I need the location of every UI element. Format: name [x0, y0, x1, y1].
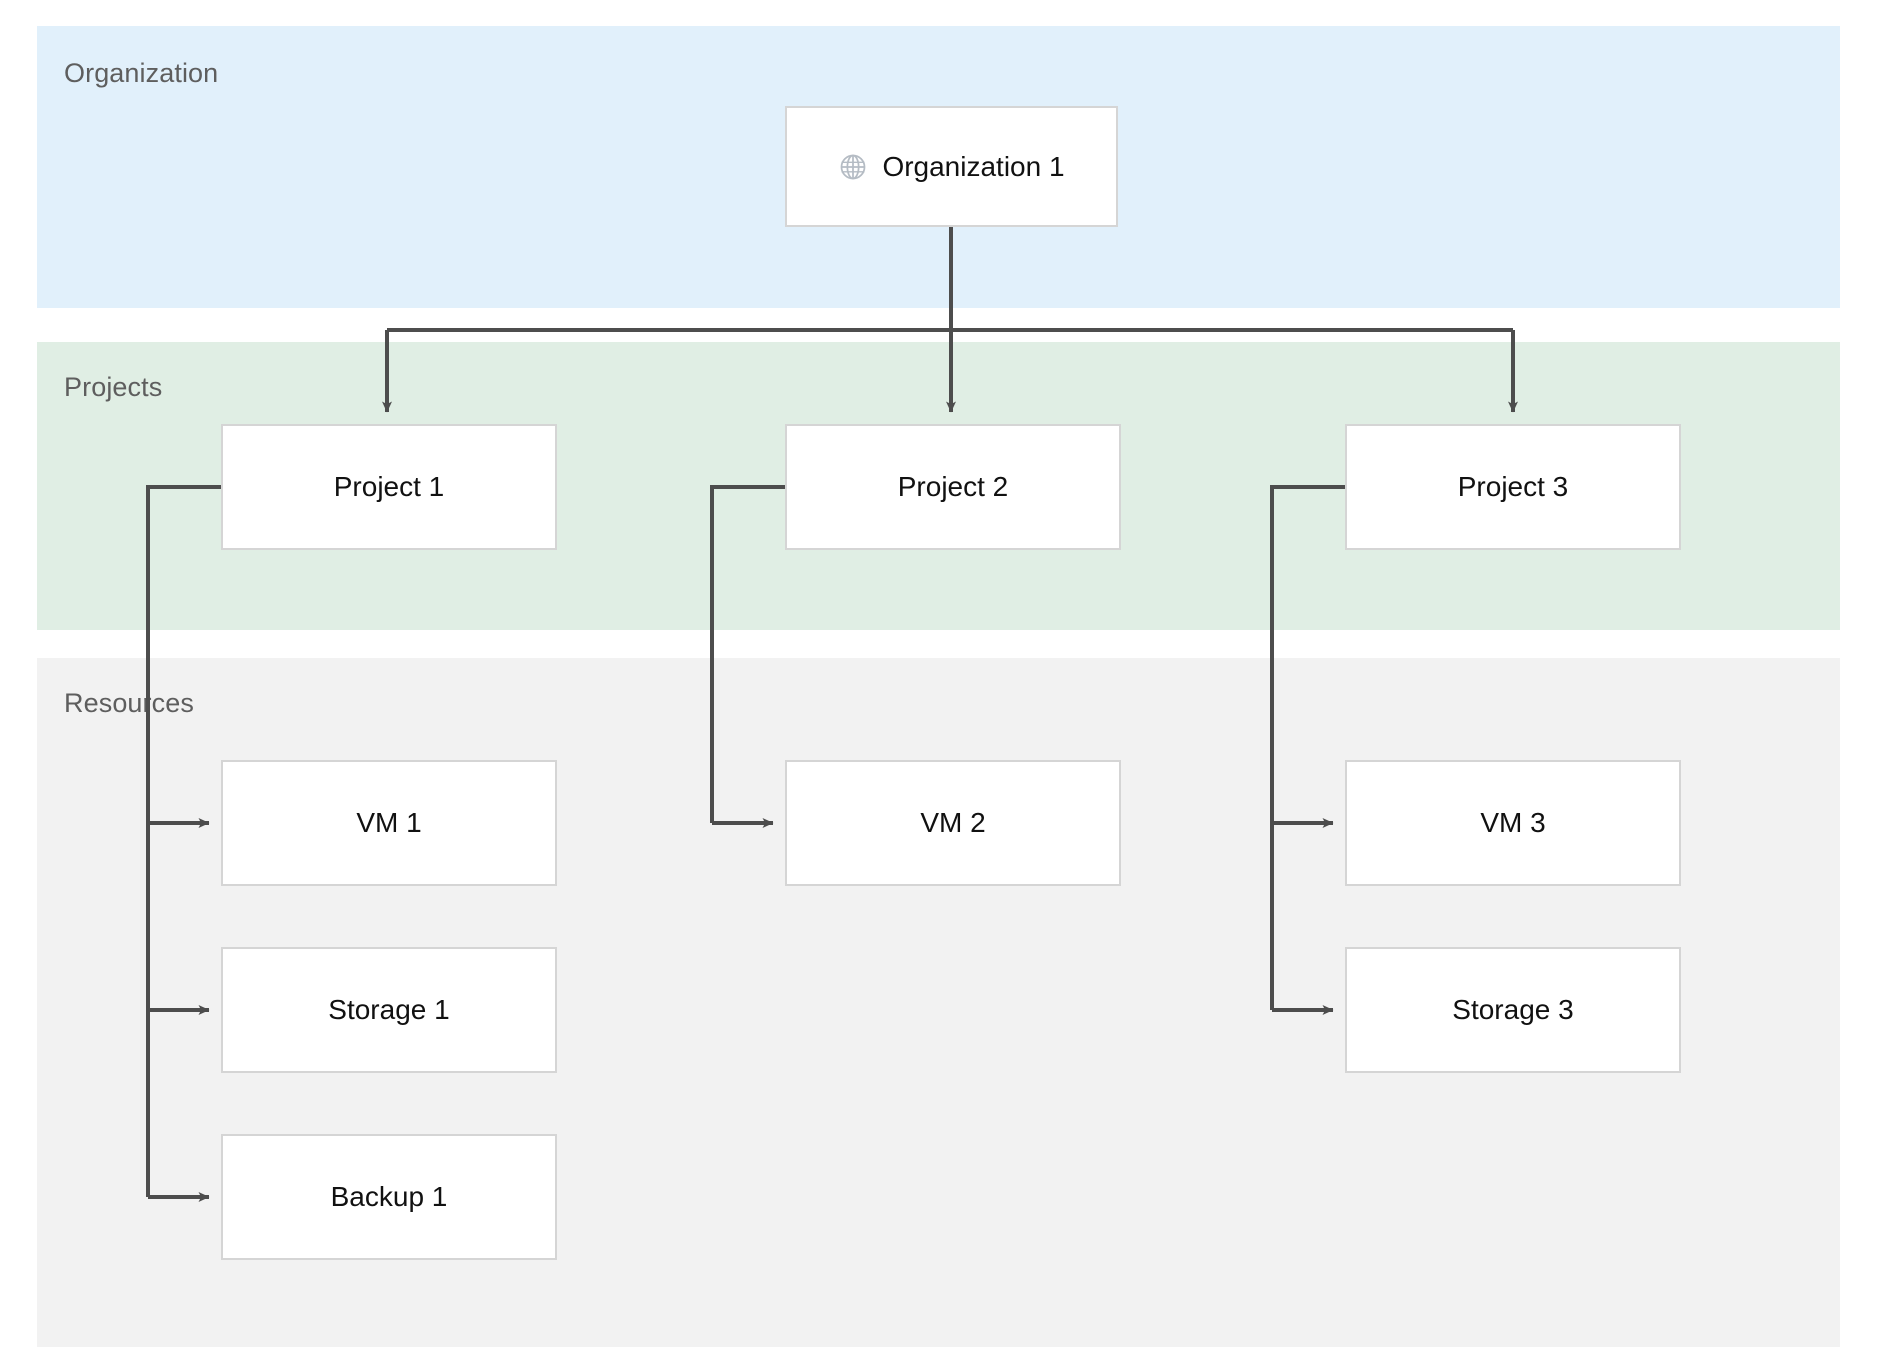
- node-organization-1-label: Organization 1: [882, 150, 1065, 182]
- node-backup-1[interactable]: Backup 1: [221, 1134, 557, 1260]
- node-vm-2-label: VM 2: [920, 807, 986, 838]
- node-project-2-label: Project 2: [897, 471, 1009, 502]
- node-project-1[interactable]: Project 1: [221, 424, 557, 550]
- node-vm-3[interactable]: VM 3: [1345, 760, 1681, 886]
- node-storage-1[interactable]: Storage 1: [221, 947, 557, 1073]
- node-project-1-label: Project 1: [333, 471, 445, 502]
- node-storage-3-label: Storage 3: [1452, 994, 1574, 1025]
- globe-icon: [838, 152, 868, 182]
- band-label-projects: Projects: [64, 372, 163, 402]
- node-storage-3[interactable]: Storage 3: [1345, 947, 1681, 1073]
- node-project-3-label: Project 3: [1457, 471, 1569, 502]
- node-backup-1-label: Backup 1: [330, 1181, 448, 1212]
- node-project-2[interactable]: Project 2: [785, 424, 1121, 550]
- node-vm-3-label: VM 3: [1480, 807, 1546, 838]
- node-vm-1-label: VM 1: [356, 807, 422, 838]
- node-vm-2[interactable]: VM 2: [785, 760, 1121, 886]
- band-label-resources: Resources: [64, 688, 194, 718]
- node-project-3[interactable]: Project 3: [1345, 424, 1681, 550]
- node-organization-1[interactable]: Organization 1: [785, 106, 1118, 227]
- node-storage-1-label: Storage 1: [328, 994, 450, 1025]
- node-vm-1[interactable]: VM 1: [221, 760, 557, 886]
- band-label-organization: Organization: [64, 58, 219, 88]
